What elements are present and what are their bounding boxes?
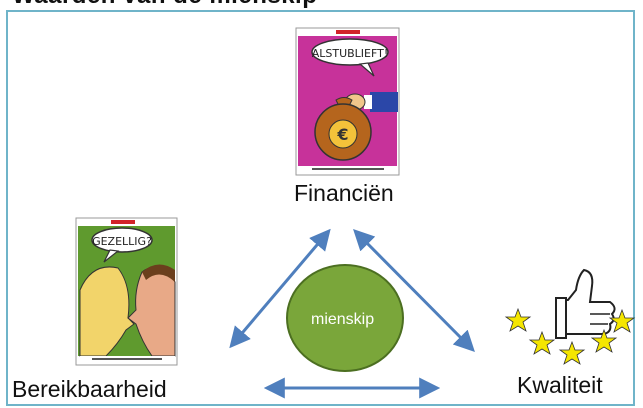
star-icon [608,308,636,333]
svg-text:€: € [336,125,348,144]
star-icon [504,307,532,332]
center-circle [286,264,404,372]
label-kwaliteit: Kwaliteit [517,372,603,398]
partial-header: Waarden van de mienskip [0,0,643,10]
financien-poster: ALSTUBLIEFT! € [295,27,400,176]
arrow-left-top [229,228,331,349]
financien-poster-bubble: ALSTUBLIEFT! [312,47,389,60]
label-financien: Financiën [294,180,394,206]
arrow-top-right [353,229,475,352]
diagram-frame [6,10,635,406]
star-icon [558,340,586,365]
label-bereikbaarheid: Bereikbaarheid [12,376,167,402]
bereikbaarheid-poster: GEZELLIG? [75,217,178,366]
partial-header-text: Waarden van de mienskip [12,0,317,10]
bereikbaarheid-poster-bubble: GEZELLIG? [92,235,152,248]
star-icon [528,330,556,355]
kwaliteit-thumbs-stars-icon [504,268,636,365]
center-label: mienskip [311,311,375,328]
star-icon [590,328,618,353]
